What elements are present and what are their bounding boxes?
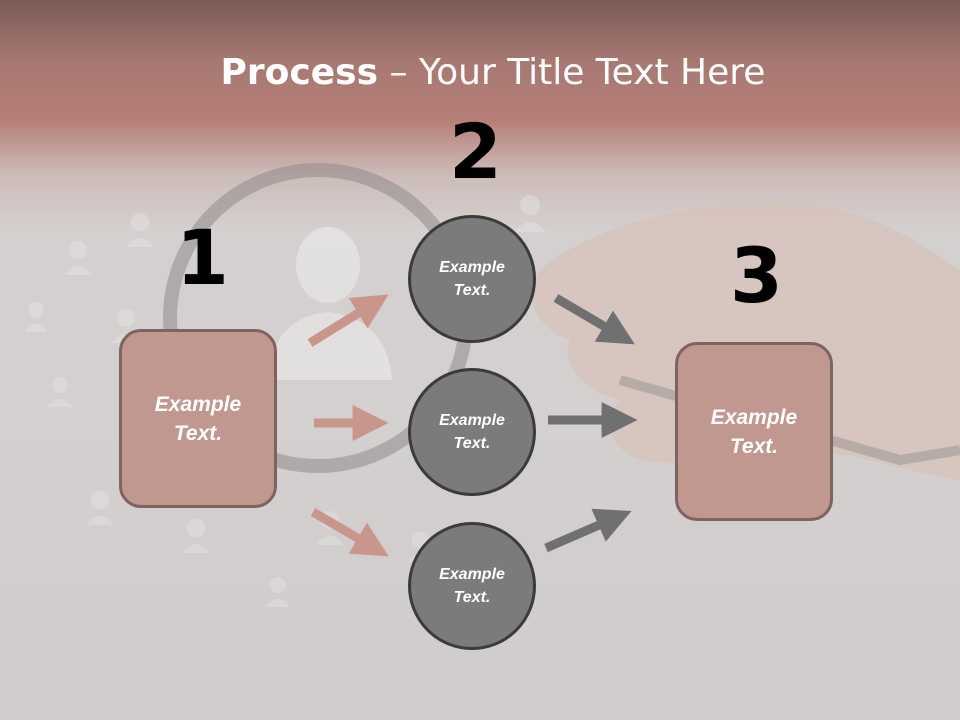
arrow-circle-top-to-3 <box>553 294 635 345</box>
step-3-box: Example Text. <box>675 342 833 521</box>
step-2-circle-top: Example Text. <box>408 215 536 343</box>
circle-top-text: Example Text. <box>439 259 505 299</box>
person-silhouette-icon <box>268 227 392 380</box>
arrow-circle-bottom-to-3 <box>544 508 632 553</box>
circle-bottom-text: Example Text. <box>439 566 505 606</box>
arrow-1-to-circle-top <box>307 294 389 347</box>
step-2-circle-bottom: Example Text. <box>408 522 536 650</box>
title-rest-part: – Your Title Text Here <box>378 52 766 93</box>
step-number-3: 3 <box>730 231 783 320</box>
step-number-1: 1 <box>176 213 229 302</box>
circle-middle-text: Example Text. <box>439 412 505 452</box>
slide-title: Process – Your Title Text Here <box>0 52 960 93</box>
step-2-circle-middle: Example Text. <box>408 368 536 496</box>
title-bold-part: Process <box>220 52 379 93</box>
step-1-box: Example Text. <box>119 329 277 508</box>
step-3-text: Example Text. <box>710 405 798 458</box>
step-1-text: Example Text. <box>154 392 242 445</box>
arrow-1-to-circle-bottom <box>310 508 389 557</box>
step-number-2: 2 <box>449 107 502 196</box>
